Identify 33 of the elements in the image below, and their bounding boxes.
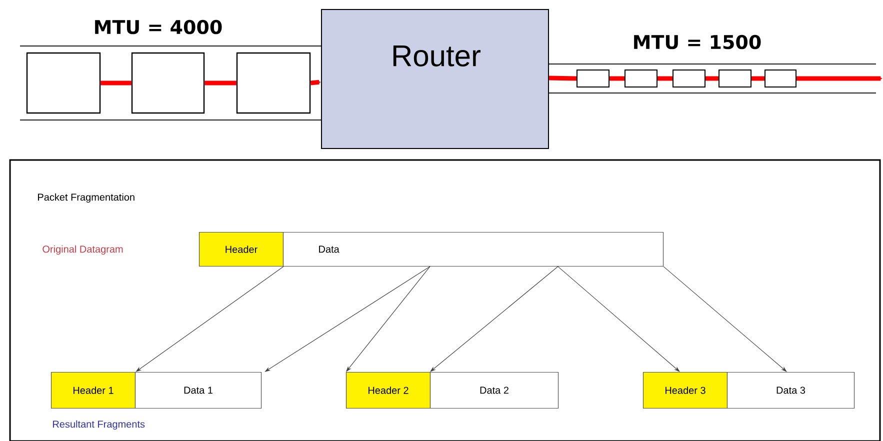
mtu-label: MTU = 1500 [634, 34, 761, 50]
packet-box [718, 70, 752, 88]
packet-box [26, 52, 101, 114]
fragments-label: Resultant Fragments [53, 420, 145, 430]
connector-line [100, 80, 132, 86]
arrow [796, 76, 882, 81]
datagram-label: Original Datagram [42, 245, 123, 255]
router-label: Router [393, 46, 480, 66]
packet-box [236, 52, 311, 114]
packet-box [672, 70, 706, 88]
packet-box [624, 70, 658, 88]
packet-box [764, 70, 796, 88]
connector-line [752, 76, 764, 81]
header-cell: Header 2 [346, 372, 431, 409]
packet-box [576, 70, 610, 88]
panel-title: Packet Fragmentation [38, 193, 134, 203]
connector-line [204, 80, 236, 86]
arrow [558, 266, 680, 372]
connector-line [548, 76, 577, 81]
data-cell: Data 3 [726, 372, 855, 409]
packet-box [131, 52, 205, 114]
connector-line [610, 76, 624, 81]
header-cell: Header 3 [642, 372, 728, 409]
data-cell: Data [282, 232, 664, 267]
data-cell: Data 2 [430, 372, 559, 409]
arrow [663, 266, 787, 372]
header-cell: Header [198, 232, 284, 267]
connector-line [658, 76, 672, 81]
data-cell: Data 1 [134, 372, 262, 409]
arrow [310, 80, 321, 86]
connector-line [706, 76, 718, 81]
mtu-label: MTU = 4000 [95, 20, 222, 34]
header-cell: Header 1 [50, 372, 136, 409]
